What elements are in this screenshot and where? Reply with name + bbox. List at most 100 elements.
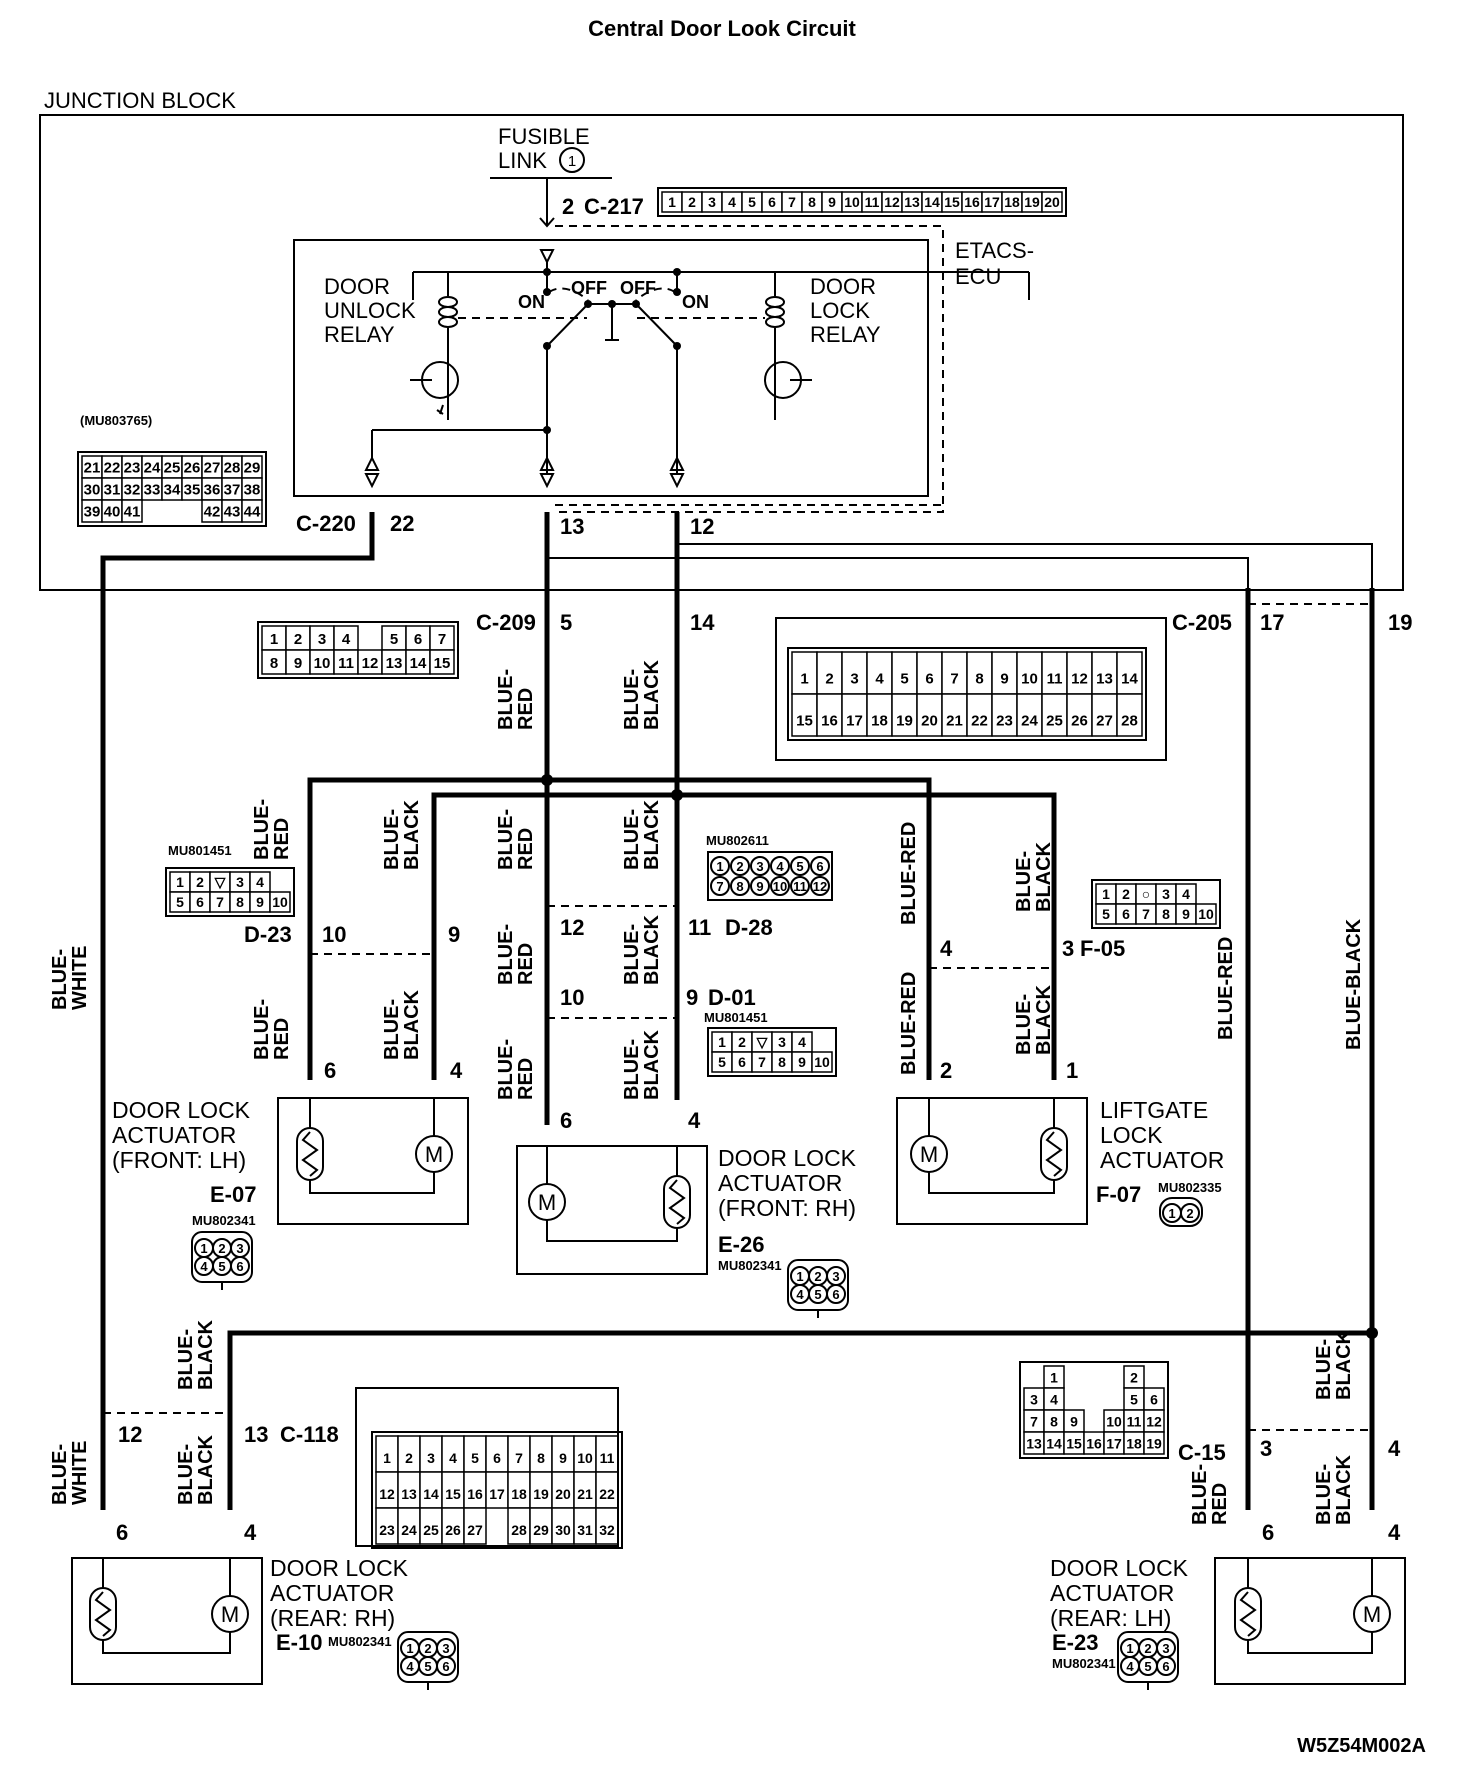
c118-pin-number: 28 — [511, 1522, 527, 1538]
d28-pin-circle — [730, 876, 750, 896]
c209-pin-number: 9 — [294, 655, 302, 672]
c217-pin-number: 17 — [984, 194, 1000, 210]
svg-text:BLUE-RED: BLUE-RED — [898, 822, 920, 925]
wire-label-blue-white: BLUE-WHITE — [49, 1441, 91, 1505]
c118-pin-number: 3 — [427, 1450, 435, 1466]
c15-pin-number: 8 — [1050, 1414, 1058, 1430]
c118-pin-number: 11 — [600, 1450, 615, 1466]
wire-label-blue-white: BLUE-WHITE — [49, 946, 91, 1010]
c205-pin-cell — [1091, 693, 1118, 737]
svg-text:BLUE-: BLUE- — [621, 924, 643, 985]
svg-text:BLUE-: BLUE- — [495, 1039, 517, 1100]
svg-text:3: 3 — [1162, 1641, 1169, 1656]
c209-pin-cell — [357, 649, 383, 675]
f05-pin-cell — [1195, 903, 1217, 925]
c220-pin-number: 22 — [104, 460, 121, 477]
c220-pin-cell — [241, 499, 263, 523]
d28-pin-number: 4 — [776, 859, 784, 874]
c205-pin-cell — [1041, 651, 1068, 695]
f05-housing — [1091, 879, 1221, 929]
c205-pin-number: 22 — [971, 713, 988, 730]
svg-text:BLACK: BLACK — [401, 799, 423, 870]
d28-pin-number: 7 — [716, 879, 723, 894]
c205-pin-cell — [791, 693, 818, 737]
wire-label-blue-black: BLUE-BLACK — [621, 799, 663, 870]
c209-pin-number: 5 — [390, 631, 398, 648]
c209-pin-cell — [333, 649, 359, 675]
svg-text:BLACK: BLACK — [195, 1434, 217, 1505]
c205-pin-number: 11 — [1047, 671, 1063, 688]
svg-text:WHITE: WHITE — [69, 946, 91, 1010]
c220-pin-number: 27 — [204, 460, 221, 477]
c15-pin-number: 3 — [1030, 1392, 1038, 1408]
actuator-pin: 4 — [244, 1520, 257, 1545]
actuator-connector-id: E-26 — [718, 1232, 764, 1257]
svg-text:BLUE-: BLUE- — [621, 1039, 643, 1100]
svg-text:BLACK: BLACK — [1333, 1454, 1355, 1525]
svg-text:BLUE-: BLUE- — [1013, 851, 1035, 912]
c217-pin-number: 13 — [904, 194, 920, 210]
actuator-pin: 6 — [1262, 1520, 1274, 1545]
c220-pin-number: 34 — [164, 482, 181, 499]
svg-text:2: 2 — [814, 1269, 821, 1284]
c15-pin-cell — [1143, 1431, 1165, 1455]
d28-pin-circle — [730, 856, 750, 876]
svg-text:M: M — [221, 1602, 239, 1627]
svg-text:RED: RED — [1209, 1483, 1231, 1525]
c220-pin-number: 26 — [184, 460, 201, 477]
svg-text:6: 6 — [832, 1287, 839, 1302]
c205-pin-number: 27 — [1096, 713, 1113, 730]
c205-pin-number: 19 — [896, 713, 913, 730]
c217-pin-number: 4 — [728, 194, 736, 210]
svg-text:BLUE-RED: BLUE-RED — [1215, 937, 1237, 1040]
c118-label: C-118 — [280, 1422, 339, 1447]
svg-text:BLACK: BLACK — [1033, 984, 1055, 1055]
svg-text:BLUE-: BLUE- — [1313, 1464, 1335, 1525]
svg-text:4: 4 — [406, 1659, 414, 1674]
c118-pin-number: 12 — [379, 1486, 395, 1502]
c209-pin-cell — [309, 649, 335, 675]
actuator-label: ACTUATOR — [270, 1580, 394, 1606]
d01-label: D-01 — [708, 985, 756, 1010]
etacs-ecu-box — [293, 239, 929, 497]
f05-pin-number: 3 — [1162, 886, 1170, 902]
c118-pin-number: 31 — [577, 1522, 593, 1538]
c205-pin-number: 10 — [1021, 671, 1038, 688]
f05-pin-number: 7 — [1142, 906, 1150, 922]
c205-housing — [787, 647, 1147, 741]
svg-text:2: 2 — [424, 1641, 431, 1656]
c209-pin-cell — [261, 625, 287, 651]
c118-pin-number: 15 — [445, 1486, 461, 1502]
c209-pin-number: 14 — [410, 655, 427, 672]
c220-pin-number: 31 — [104, 482, 121, 499]
svg-text:BLUE-: BLUE- — [175, 1444, 197, 1505]
c220-pin-number: 44 — [244, 504, 261, 521]
c217-housing — [657, 187, 1067, 217]
svg-text:M: M — [538, 1190, 556, 1215]
actuator-label: ACTUATOR — [1100, 1147, 1224, 1173]
wire-label-blue-black: BLUE-BLACK — [621, 1029, 663, 1100]
arrow-down-icon — [539, 217, 555, 228]
c205-pin-cell — [1116, 693, 1143, 737]
d23-pin-number: ▽ — [214, 874, 227, 890]
actuator-label: LIFTGATE — [1100, 1097, 1208, 1123]
svg-text:RELAY: RELAY — [810, 322, 881, 347]
c220-pin-number: 36 — [204, 482, 221, 499]
d01-housing — [707, 1027, 837, 1077]
c205-pin-number: 9 — [1000, 671, 1008, 688]
c220-pin-number: 32 — [124, 482, 141, 499]
c205-pin-number: 8 — [975, 671, 983, 688]
actuator-pin: 6 — [560, 1108, 572, 1133]
c205-pin-cell — [891, 651, 918, 695]
c15-pin-4: 4 — [1388, 1436, 1401, 1461]
wire-label-blue-red: BLUE-RED — [898, 822, 920, 925]
svg-text:BLUE-: BLUE- — [381, 999, 403, 1060]
svg-text:1: 1 — [200, 1241, 207, 1256]
c205-pin-number: 3 — [850, 671, 858, 688]
wire-label-blue-black: BLUE-BLACK — [1313, 1329, 1355, 1400]
